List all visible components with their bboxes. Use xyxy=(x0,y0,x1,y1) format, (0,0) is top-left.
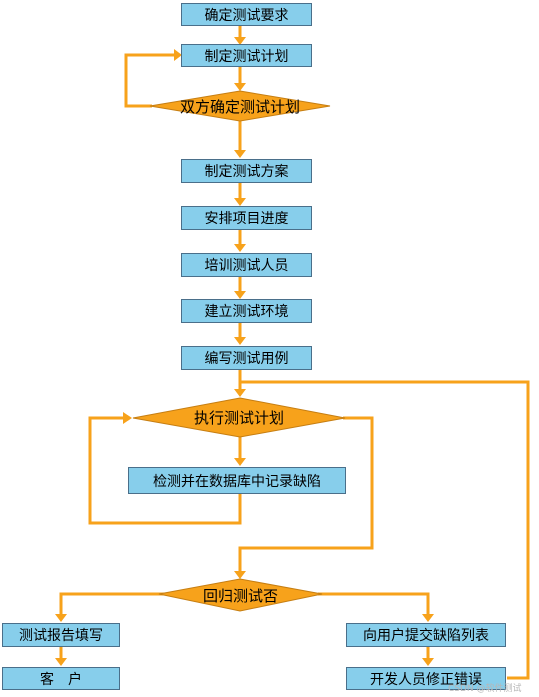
arrowhead xyxy=(234,37,246,45)
arrowhead xyxy=(422,658,434,666)
process-label: 制定测试方案 xyxy=(204,164,289,180)
arrowhead xyxy=(174,49,182,61)
arrowhead xyxy=(234,571,246,579)
arrow-execute-to-regression xyxy=(238,416,374,572)
arrowhead xyxy=(422,614,434,622)
process-confirm-requirements: 确定测试要求 xyxy=(181,3,312,26)
process-submit-defect-list: 向用户提交缺陷列表 xyxy=(346,623,506,647)
decision-execute-shape xyxy=(132,397,346,438)
connectors xyxy=(55,25,530,680)
process-fill-test-report: 测试报告填写 xyxy=(2,623,120,647)
process-detect-record-defects: 检测并在数据库中记录缺陷 xyxy=(128,467,346,494)
arrowhead xyxy=(123,412,132,424)
arrowhead xyxy=(234,337,246,345)
process-developers-fix-errors: 开发人员修正错误 xyxy=(346,667,506,690)
loop-detect-to-execute xyxy=(88,416,242,525)
process-label: 制定测试计划 xyxy=(204,48,289,65)
process-train-testers: 培训测试人员 xyxy=(181,253,312,277)
watermark: CSDN @软件测试 xyxy=(448,684,522,694)
process-label: 建立测试环境 xyxy=(204,304,289,320)
process-label: 开发人员修正错误 xyxy=(370,671,482,688)
arrowhead xyxy=(234,150,246,158)
process-customer: 客 户 xyxy=(2,667,120,690)
process-label: 确定测试要求 xyxy=(204,7,289,24)
decisions xyxy=(132,90,346,612)
process-write-test-cases: 编写测试用例 xyxy=(181,346,312,370)
process-label: 编写测试用例 xyxy=(204,351,289,367)
process-label: 客 户 xyxy=(40,671,82,688)
process-label: 安排项目进度 xyxy=(204,211,289,227)
process-make-test-scheme: 制定测试方案 xyxy=(181,159,312,183)
decision-confirm-plan-shape xyxy=(149,90,331,122)
decision-regression-label: 回归测试否 xyxy=(202,586,278,605)
arrowhead xyxy=(55,658,67,666)
process-schedule-progress: 安排项目进度 xyxy=(181,206,312,230)
process-label: 培训测试人员 xyxy=(204,258,289,274)
process-label: 测试报告填写 xyxy=(19,628,103,644)
arrow-regression-to-submit xyxy=(318,592,430,615)
process-build-environment: 建立测试环境 xyxy=(181,299,312,323)
arrow-regression-to-report xyxy=(59,592,165,615)
process-make-test-plan: 制定测试计划 xyxy=(181,44,312,67)
decision-confirm-plan-label: 双方确定测试计划 xyxy=(179,97,300,116)
arrowhead xyxy=(55,614,67,622)
process-label: 检测并在数据库中记录缺陷 xyxy=(153,473,321,490)
loop-confirm-plan-to-make-plan xyxy=(124,53,175,108)
arrowhead xyxy=(234,389,246,397)
process-label: 向用户提交缺陷列表 xyxy=(363,628,489,644)
loop-fix-to-execute xyxy=(240,380,530,680)
arrowhead xyxy=(234,458,246,466)
arrowhead xyxy=(234,291,246,299)
decision-regression-shape xyxy=(158,578,323,612)
decision-execute-plan-label: 执行测试计划 xyxy=(193,409,284,427)
arrowhead xyxy=(234,83,246,91)
arrowhead xyxy=(234,244,246,252)
arrowhead xyxy=(234,198,246,206)
